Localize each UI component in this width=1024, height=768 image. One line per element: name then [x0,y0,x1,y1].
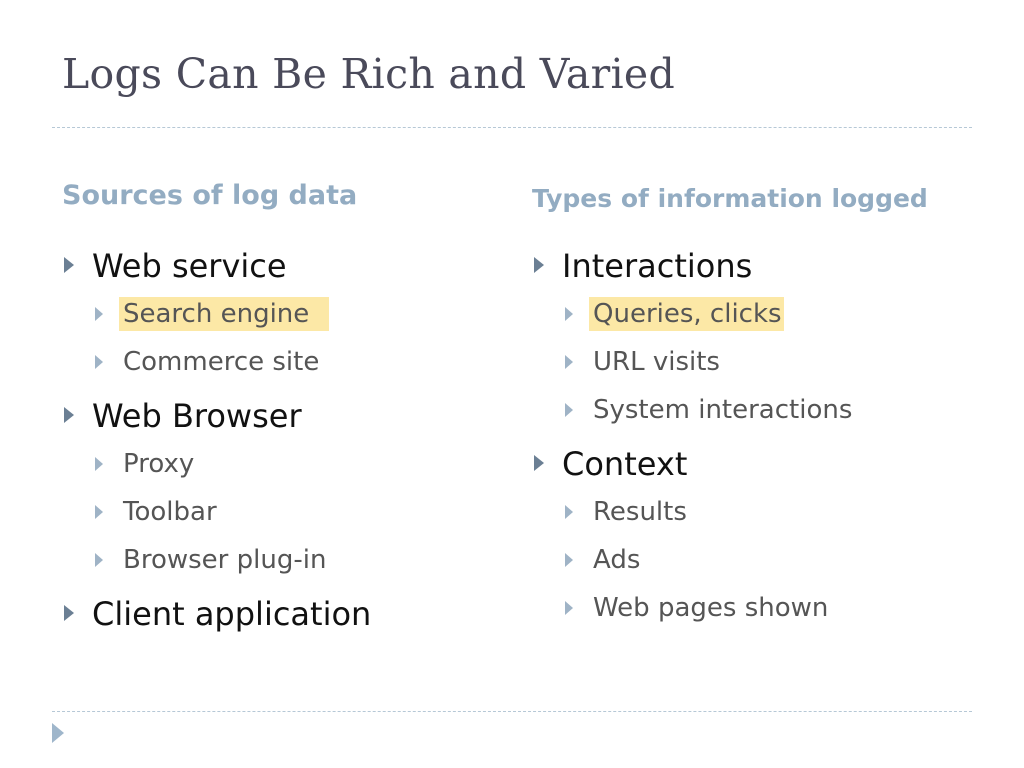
list-item-label: Context [562,445,688,483]
bottom-divider [52,711,972,712]
bullet-arrow-icon [95,355,103,369]
list-subitem-label: System interactions [593,395,853,425]
top-divider [52,127,972,128]
list-item: Web service [62,242,371,290]
list-subitem: Commerce site [62,338,371,386]
list-subitem: Search engine [62,290,371,338]
bullet-arrow-icon [565,355,573,369]
slide-nav-arrow-icon[interactable] [52,723,64,743]
bullet-arrow-icon [95,553,103,567]
list-subitem: Toolbar [62,488,371,536]
left-bullet-list: Web service Search engine Commerce site … [62,242,371,638]
list-subitem-label: Toolbar [123,497,217,527]
list-subitem: Browser plug-in [62,536,371,584]
list-subitem-label: URL visits [593,347,720,377]
list-subitem: Web pages shown [532,584,928,632]
list-item-label: Interactions [562,247,753,285]
right-column-heading: Types of information logged [532,184,928,213]
bullet-arrow-icon [95,505,103,519]
bullet-arrow-icon [95,307,103,321]
list-subitem: System interactions [532,386,928,434]
list-subitem-label: Web pages shown [593,593,829,623]
highlighted-label: Search engine [119,297,330,331]
list-subitem: Queries, clicks [532,290,928,338]
slide-title: Logs Can Be Rich and Varied [62,50,676,98]
right-bullet-list: Interactions Queries, clicks URL visits … [532,242,928,632]
list-item-label: Client application [92,595,372,633]
list-subitem-label: Proxy [123,449,195,479]
bullet-arrow-icon [64,407,74,423]
bullet-arrow-icon [565,601,573,615]
bullet-arrow-icon [95,457,103,471]
bullet-arrow-icon [64,605,74,621]
left-column: Sources of log data Web service Search e… [62,180,371,638]
list-item: Client application [62,590,371,638]
list-subitem-label: Browser plug-in [123,545,327,575]
list-item-label: Web Browser [92,397,302,435]
bullet-arrow-icon [565,307,573,321]
left-column-heading: Sources of log data [62,180,358,211]
list-item: Context [532,440,928,488]
highlighted-label: Queries, clicks [589,297,784,331]
bullet-arrow-icon [534,257,544,273]
bullet-arrow-icon [534,455,544,471]
list-subitem: Proxy [62,440,371,488]
list-subitem-label: Ads [593,545,641,575]
bullet-arrow-icon [565,403,573,417]
list-subitem: Results [532,488,928,536]
list-subitem: Ads [532,536,928,584]
list-item-label: Web service [92,247,287,285]
bullet-arrow-icon [565,553,573,567]
list-item: Web Browser [62,392,371,440]
list-item: Interactions [532,242,928,290]
list-subitem-label: Results [593,497,687,527]
list-subitem: URL visits [532,338,928,386]
bullet-arrow-icon [64,257,74,273]
bullet-arrow-icon [565,505,573,519]
right-column: Types of information logged Interactions… [532,184,928,632]
list-subitem-label: Commerce site [123,347,320,377]
